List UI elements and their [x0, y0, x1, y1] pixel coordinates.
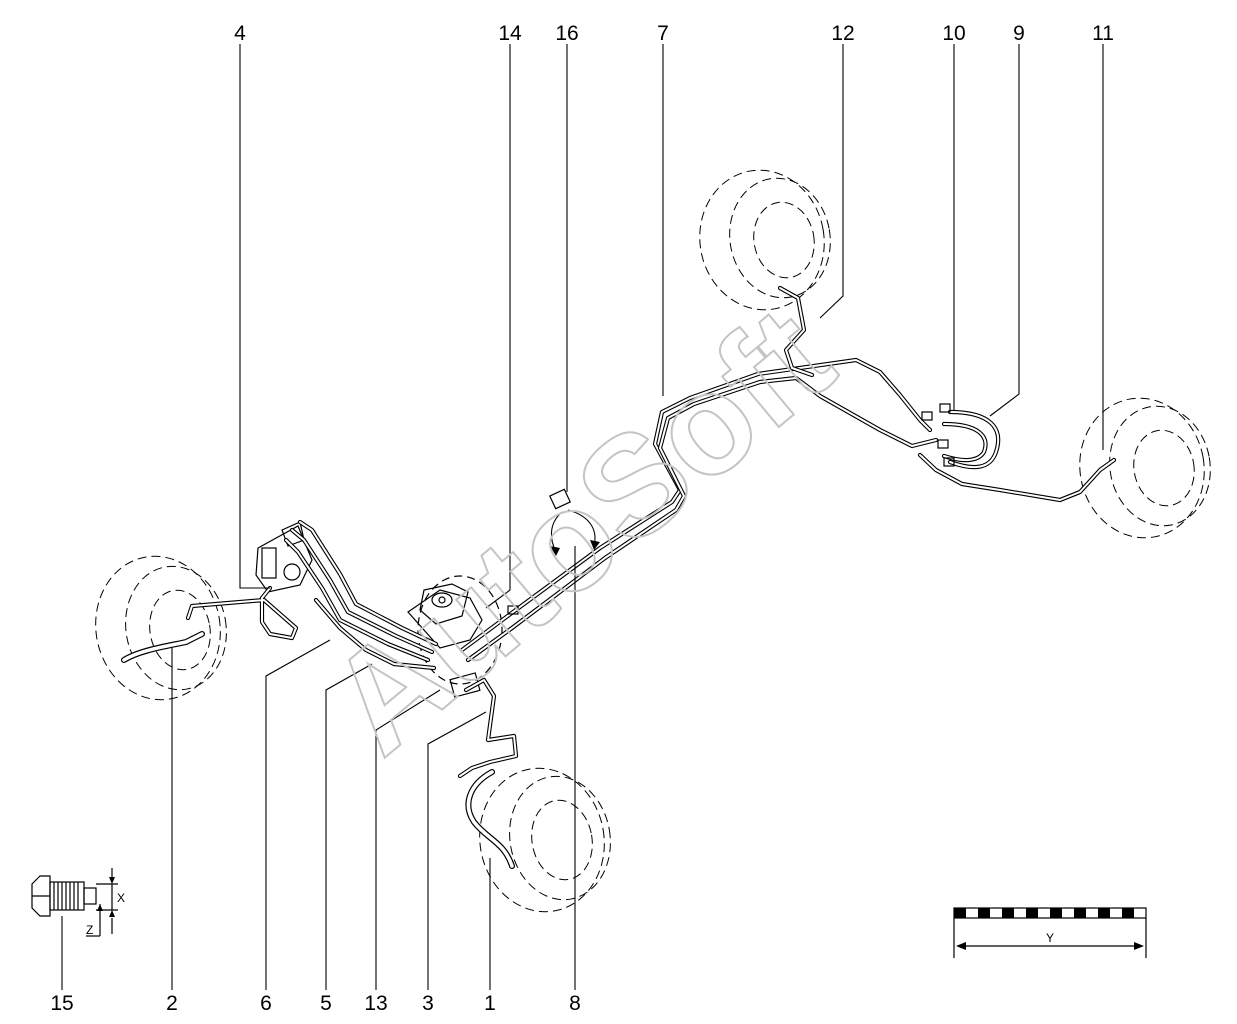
callout-16: 16 [555, 22, 578, 45]
fluid-reservoir [419, 583, 469, 625]
callout-2: 2 [166, 992, 178, 1015]
brake-booster [407, 575, 503, 685]
fitting-z-label: Z [86, 923, 93, 937]
brake-pipe-main-run [459, 357, 933, 653]
brake-pipe-front-right [457, 677, 519, 779]
brake-pipe-rear-secondary [465, 375, 939, 663]
flex-hose-front-right [465, 769, 515, 869]
brake-pipe-front-left [185, 585, 299, 641]
pipe-union-16 [548, 488, 600, 556]
callout-9: 9 [1013, 22, 1025, 45]
fitting-detail: X Z [31, 868, 125, 937]
fitting-thread [53, 882, 79, 910]
brake-pipe-rear-left-feed [777, 285, 815, 378]
callout-1: 1 [484, 992, 496, 1015]
wheel-rear-right [1079, 397, 1211, 539]
watermark: AutoSoft [299, 276, 862, 785]
callout-11: 11 [1092, 22, 1114, 45]
wheel-front-left [95, 555, 227, 701]
callout-8: 8 [569, 992, 581, 1015]
brake-pipe-rear-loop [941, 409, 1001, 470]
leader-lines [61, 44, 1104, 990]
callout-14: 14 [498, 22, 522, 45]
callout-6: 6 [260, 992, 272, 1015]
watermark-text: AutoSoft [300, 277, 861, 784]
callout-10: 10 [942, 22, 965, 45]
wheel-rear-left [699, 169, 831, 311]
scale-bar: Y [953, 907, 1147, 958]
scale-bar-label: Y [1046, 931, 1054, 945]
callout-labels: 4 14 16 7 12 10 9 11 15 2 6 5 13 3 1 8 [50, 22, 1114, 1015]
callout-4: 4 [234, 22, 246, 45]
callout-7: 7 [657, 22, 669, 45]
callout-13: 13 [364, 992, 387, 1015]
wheel-front-right [479, 767, 611, 913]
pipe-unions [507, 403, 955, 615]
callout-12: 12 [831, 22, 854, 45]
callout-15: 15 [50, 992, 73, 1015]
fitting-x-label: X [117, 891, 125, 905]
brake-pipe-rear-right-feed [917, 452, 1117, 503]
brake-pipe-bundle [283, 519, 439, 671]
callout-3: 3 [422, 992, 434, 1015]
flex-hose-front-left [121, 631, 205, 663]
callout-5: 5 [320, 992, 332, 1015]
